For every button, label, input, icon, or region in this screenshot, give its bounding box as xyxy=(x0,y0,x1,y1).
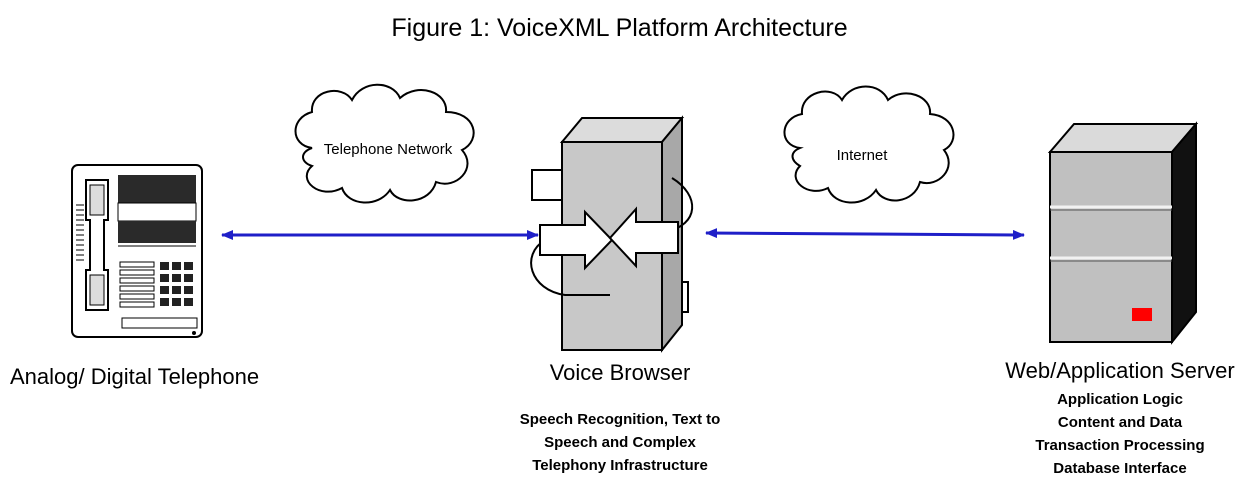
telephone-network-label: Telephone Network xyxy=(324,141,453,158)
browser-server-arrow xyxy=(705,228,1025,240)
voice-browser-caption: Voice Browser xyxy=(549,360,691,385)
internet-label: Internet xyxy=(837,147,889,164)
telephone-caption: Analog/ Digital Telephone xyxy=(10,364,260,389)
browser-desc-line: Telephony Infrastructure xyxy=(532,457,708,474)
server-caption: Web/Application Server xyxy=(1005,358,1235,383)
telephone-network-cloud: Telephone Network xyxy=(294,83,475,204)
server-status-light xyxy=(1132,308,1152,321)
server-desc-line: Application Logic xyxy=(1057,391,1183,408)
server-description: Application Logic Content and Data Trans… xyxy=(1010,388,1230,480)
server-icon xyxy=(1047,121,1199,345)
internet-cloud: Internet xyxy=(783,85,955,204)
browser-desc-line: Speech Recognition, Text to xyxy=(519,411,721,428)
server-desc-line: Database Interface xyxy=(1053,460,1187,477)
server-desc-line: Transaction Processing xyxy=(1035,437,1205,454)
server-desc-line: Content and Data xyxy=(1057,414,1183,431)
figure-title: Figure 1: VoiceXML Platform Architecture xyxy=(391,14,848,42)
voice-browser-description: Speech Recognition, Text to Speech and C… xyxy=(500,408,740,477)
telephone-icon xyxy=(71,164,203,338)
voice-browser-icon xyxy=(530,115,694,353)
browser-desc-line: Speech and Complex xyxy=(544,434,696,451)
